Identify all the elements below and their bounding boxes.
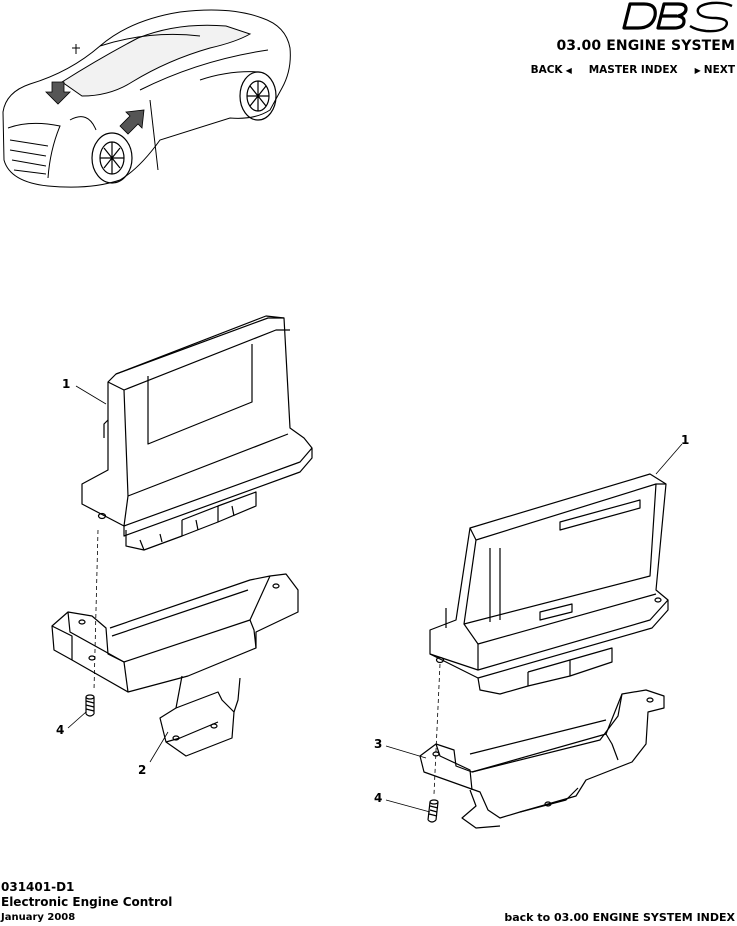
callout-label: 1 (62, 377, 70, 391)
callout-label: 4 (56, 723, 64, 737)
callout-label: 3 (374, 737, 382, 751)
leader-line (149, 731, 169, 763)
callout-label: 4 (374, 791, 382, 805)
publication-date: January 2008 (1, 912, 76, 923)
car-location-illustration (2, 9, 291, 188)
bracket-left (51, 573, 299, 757)
leader-line (385, 799, 431, 813)
part-title: Electronic Engine Control (1, 895, 173, 909)
rear-wheel (239, 71, 277, 121)
bolt-left (85, 694, 95, 717)
alignment-line-left (93, 529, 99, 691)
triangle-right-icon: ▶ (694, 65, 701, 75)
section-title: 03.00 ENGINE SYSTEM (556, 38, 735, 54)
nav-bar: BACK ◀ MASTER INDEX ▶ NEXT (531, 64, 735, 76)
location-arrow (45, 81, 71, 105)
part-id: 031401-D1 (1, 880, 75, 894)
bolt-right (427, 799, 439, 823)
leader-line (75, 385, 107, 405)
leader-line (385, 745, 427, 759)
alignment-line-right (433, 663, 441, 795)
parts-exploded-diagram: 1 2 4 1 3 4 (51, 315, 689, 829)
leader-line (655, 443, 683, 475)
triangle-left-icon: ◀ (565, 65, 572, 75)
back-to-index-link[interactable]: back to 03.00 ENGINE SYSTEM INDEX (504, 911, 735, 924)
ecu-module-left (81, 315, 313, 551)
leader-line (67, 711, 87, 729)
bracket-right (419, 689, 665, 829)
front-wheel (91, 132, 133, 184)
location-arrow (119, 109, 145, 135)
back-link[interactable]: BACK (530, 64, 563, 76)
dbs-logo (622, 1, 733, 33)
ecu-module-right (429, 473, 669, 695)
master-index-link[interactable]: MASTER INDEX (588, 64, 678, 76)
next-link[interactable]: NEXT (703, 64, 735, 76)
callout-label: 2 (138, 763, 146, 777)
callout-label: 1 (681, 433, 689, 447)
